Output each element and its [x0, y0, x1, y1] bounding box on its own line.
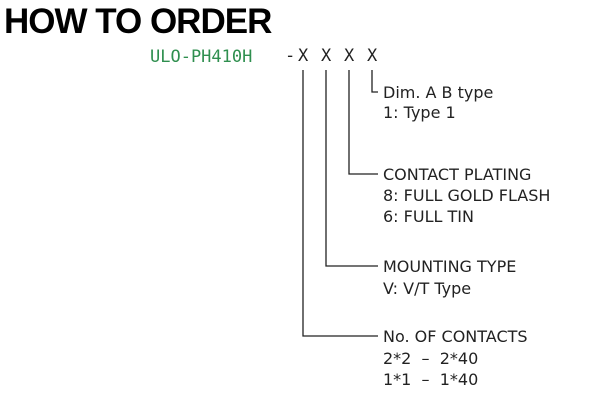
part-number-prefix: ULO-PH410H	[150, 47, 253, 67]
contact-plating-option: 8: FULL GOLD FLASH	[383, 186, 551, 205]
code-position-dim-type: X	[367, 46, 378, 66]
leader-line-mounting	[325, 70, 378, 267]
contacts-option: 2*2 – 2*40	[383, 349, 479, 368]
part-separator: -	[285, 46, 296, 66]
dim-type-label: Dim. A B type	[383, 83, 494, 102]
contact-plating-option: 6: FULL TIN	[383, 207, 474, 226]
leader-line-plating	[348, 70, 378, 175]
mounting-type-option: V: V/T Type	[383, 279, 472, 298]
code-position-contacts: X	[298, 46, 309, 66]
leader-line-contacts	[302, 70, 378, 337]
page-title: HOW TO ORDER	[4, 2, 272, 41]
mounting-type-label: MOUNTING TYPE	[383, 257, 517, 276]
dim-type-option: 1: Type 1	[383, 103, 456, 122]
contacts-label: No. OF CONTACTS	[383, 327, 528, 346]
contact-plating-label: CONTACT PLATING	[383, 165, 532, 184]
code-position-mounting: X	[321, 46, 332, 66]
code-position-plating: X	[344, 46, 355, 66]
leader-line-dim-type	[371, 70, 378, 93]
contacts-option: 1*1 – 1*40	[383, 370, 479, 389]
